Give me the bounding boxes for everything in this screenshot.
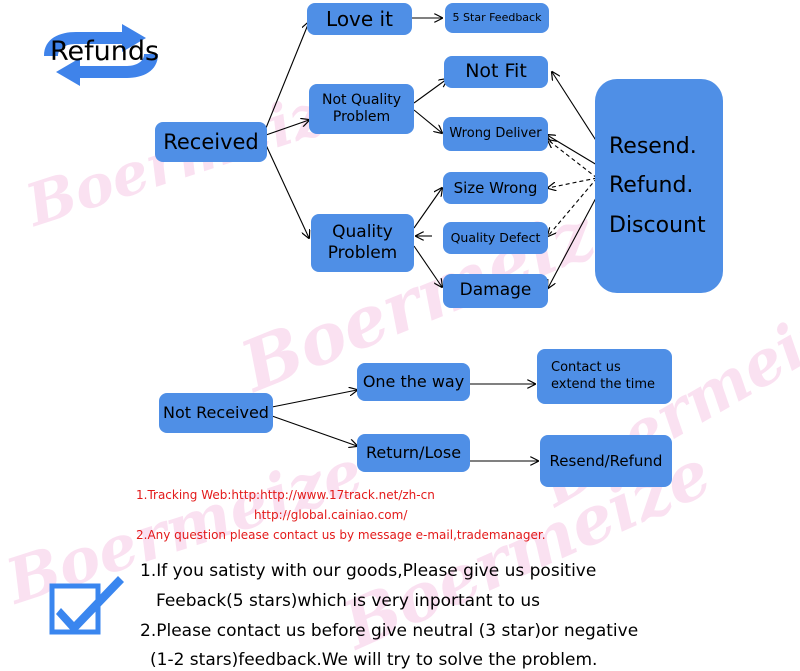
node-resend-refund: Resend/Refund (540, 435, 672, 487)
node-not-received: Not Received (159, 393, 273, 433)
checkbox-check-icon (49, 576, 124, 635)
bottom-line-3: 2.Please contact us before give neutral … (140, 621, 639, 641)
page-title: Refunds (50, 36, 160, 67)
node-quality-line1: Quality (332, 221, 393, 242)
node-love-it: Love it (307, 3, 412, 35)
node-not-quality: Not Quality Problem (309, 84, 414, 134)
node-resolution: Resend. Refund. Discount (595, 79, 723, 293)
node-not-quality-line1: Not Quality (321, 91, 401, 108)
resolution-discount: Discount (609, 212, 706, 238)
node-size-wrong: Size Wrong (443, 172, 548, 204)
node-contact-us: Contact us extend the time (537, 349, 672, 404)
note-tracking-web: 1.Tracking Web:http:http://www.17track.n… (136, 488, 435, 502)
node-five-star: 5 Star Feedback (445, 3, 549, 33)
node-one-the-way: One the way (357, 363, 470, 401)
node-contact-line1: Contact us (551, 360, 621, 376)
refund-cycle-icon (44, 24, 158, 86)
note-tracking-url2: http://global.cainiao.com/ (254, 508, 408, 522)
node-quality: Quality Problem (311, 214, 414, 272)
node-not-quality-line2: Problem (332, 109, 391, 125)
resolution-resend: Resend. (609, 133, 697, 159)
node-return-lose: Return/Lose (357, 434, 470, 472)
node-quality-defect: Quality Defect (443, 222, 548, 254)
node-not-fit: Not Fit (444, 56, 548, 88)
resolution-refund: Refund. (609, 173, 694, 199)
node-received: Received (155, 122, 267, 162)
bottom-line-4: (1-2 stars)feedback.We will try to solve… (150, 650, 598, 670)
node-damage: Damage (443, 274, 548, 308)
node-contact-line2: extend the time (551, 376, 656, 392)
bottom-line-2: Feeback(5 stars)which is very inportant … (156, 591, 541, 611)
note-contact: 2.Any question please contact us by mess… (136, 528, 546, 542)
node-wrong-deliver: Wrong Deliver (443, 117, 548, 151)
bottom-line-1: 1.If you satisty with our goods,Please g… (140, 561, 597, 581)
node-quality-line2: Problem (327, 243, 398, 263)
